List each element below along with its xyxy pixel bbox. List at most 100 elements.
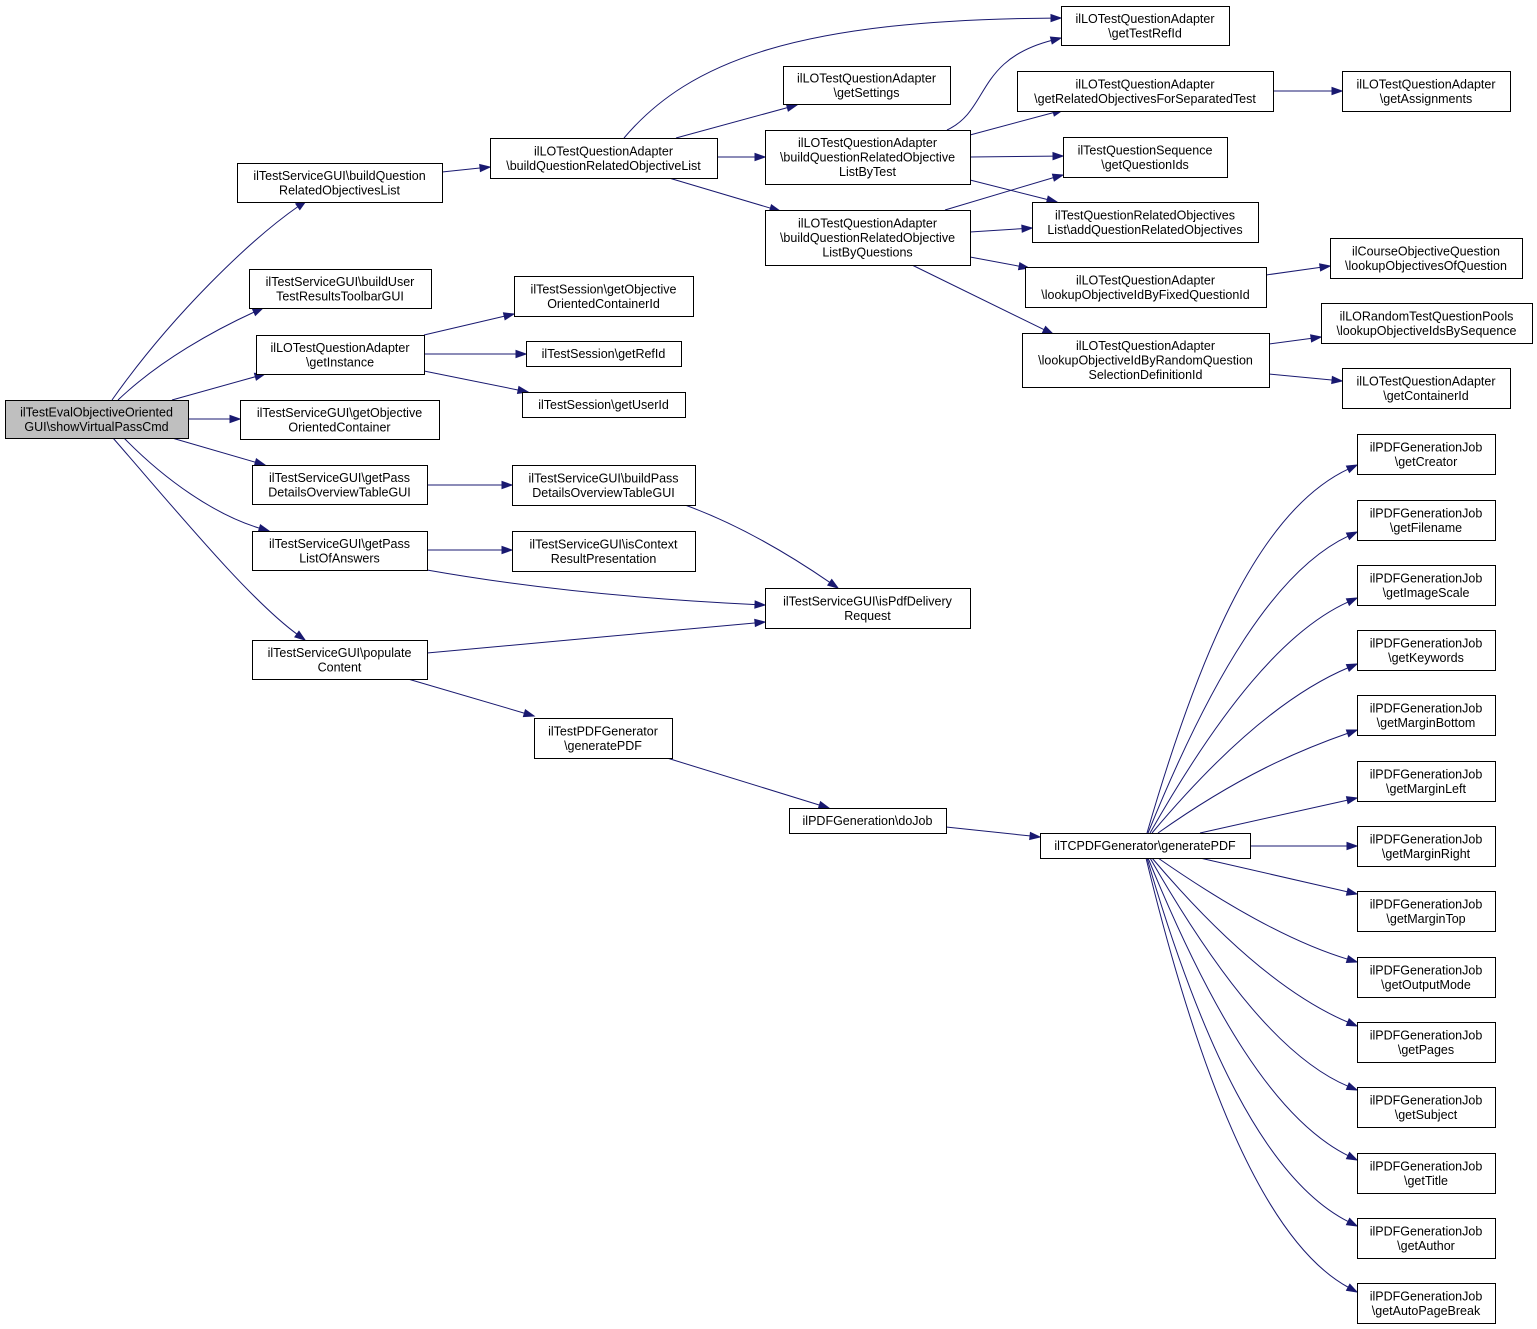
graph-node-agetass-box[interactable] xyxy=(1342,71,1511,112)
graph-node-japb-box[interactable] xyxy=(1357,1283,1496,1324)
graph-node-jmbottom[interactable]: ilPDFGenerationJob\getMarginBottom xyxy=(1357,695,1496,736)
graph-node-jmleft[interactable]: ilPDFGenerationJob\getMarginLeft xyxy=(1357,761,1496,802)
graph-node-tsgui-box[interactable] xyxy=(522,392,686,418)
graph-node-bqrolbq-box[interactable] xyxy=(765,210,971,266)
graph-node-jpages[interactable]: ilPDFGenerationJob\getPages xyxy=(1357,1022,1496,1063)
graph-node-tqsgqi[interactable]: ilTestQuestionSequence\getQuestionIds xyxy=(1063,137,1228,178)
graph-node-gpdot-box[interactable] xyxy=(252,465,428,505)
edge-tcpdf-to-jmtop-arrowhead xyxy=(1345,887,1359,896)
graph-node-jimgscale[interactable]: ilPDFGenerationJob\getImageScale xyxy=(1357,565,1496,606)
graph-node-popc-box[interactable] xyxy=(252,640,428,680)
graph-node-jmright-box[interactable] xyxy=(1357,826,1496,867)
graph-node-gploa-box[interactable] xyxy=(252,531,428,571)
graph-node-jtitle[interactable]: ilPDFGenerationJob\getTitle xyxy=(1357,1153,1496,1194)
graph-node-joutmode-box[interactable] xyxy=(1357,957,1496,998)
graph-node-bqrolbt[interactable]: ilLOTestQuestionAdapter\buildQuestionRel… xyxy=(765,130,971,185)
graph-node-tqsgqi-box[interactable] xyxy=(1063,137,1228,178)
graph-node-jmbottom-box[interactable] xyxy=(1357,695,1496,736)
graph-node-loibrq[interactable]: ilLOTestQuestionAdapter\lookupObjectiveI… xyxy=(1022,333,1270,388)
graph-node-butr-box[interactable] xyxy=(249,269,432,309)
graph-node-loibfq-box[interactable] xyxy=(1025,267,1267,308)
node-label-line: \lookupObjectiveIdByRandomQuestion xyxy=(1038,354,1253,368)
graph-node-agets[interactable]: ilLOTestQuestionAdapter\getSettings xyxy=(783,66,951,105)
graph-node-agetass[interactable]: ilLOTestQuestionAdapter\getAssignments xyxy=(1342,71,1511,112)
graph-node-abqrol-box[interactable] xyxy=(490,138,718,179)
graph-node-japb[interactable]: ilPDFGenerationJob\getAutoPageBreak xyxy=(1357,1283,1496,1324)
graph-node-grofst-box[interactable] xyxy=(1017,71,1274,112)
graph-node-jauthor-box[interactable] xyxy=(1357,1218,1496,1259)
graph-node-ipdr-box[interactable] xyxy=(765,588,971,629)
graph-node-jmtop-box[interactable] xyxy=(1357,891,1496,932)
graph-node-joutmode[interactable]: ilPDFGenerationJob\getOutputMode xyxy=(1357,957,1496,998)
graph-node-loibfq[interactable]: ilLOTestQuestionAdapter\lookupObjectiveI… xyxy=(1025,267,1267,308)
graph-node-coq[interactable]: ilCourseObjectiveQuestion\lookupObjectiv… xyxy=(1330,238,1523,279)
node-label-line: \getOutputMode xyxy=(1381,978,1471,992)
graph-node-jimgscale-box[interactable] xyxy=(1357,565,1496,606)
graph-node-pdfdojob[interactable]: ilPDFGeneration\doJob xyxy=(789,808,947,834)
graph-node-bpdot[interactable]: ilTestServiceGUI\buildPassDetailsOvervie… xyxy=(512,465,696,506)
edge-tcpdf-to-jcreator-arrowhead xyxy=(1345,464,1359,474)
graph-node-jsubject-box[interactable] xyxy=(1357,1087,1496,1128)
graph-node-pdfdojob-box[interactable] xyxy=(789,808,947,834)
graph-node-coq-box[interactable] xyxy=(1330,238,1523,279)
graph-node-tqrol-box[interactable] xyxy=(1032,202,1259,243)
graph-node-tqrol[interactable]: ilTestQuestionRelatedObjectivesList\addQ… xyxy=(1032,202,1259,243)
graph-node-agetci-box[interactable] xyxy=(1342,368,1511,409)
graph-node-icrp-box[interactable] xyxy=(512,531,696,572)
graph-node-tcpdf[interactable]: ilTCPDFGenerator\generatePDF xyxy=(1040,833,1251,859)
graph-node-butr[interactable]: ilTestServiceGUI\buildUserTestResultsToo… xyxy=(249,269,432,309)
graph-node-agetci[interactable]: ilLOTestQuestionAdapter\getContainerId xyxy=(1342,368,1511,409)
graph-node-jsubject[interactable]: ilPDFGenerationJob\getSubject xyxy=(1357,1087,1496,1128)
graph-node-bqrolbt-box[interactable] xyxy=(765,130,971,185)
graph-node-getinst[interactable]: ilLOTestQuestionAdapter\getInstance xyxy=(256,335,425,375)
graph-node-bqrol[interactable]: ilTestServiceGUI\buildQuestionRelatedObj… xyxy=(237,163,443,203)
graph-node-tsgoci[interactable]: ilTestSession\getObjectiveOrientedContai… xyxy=(514,276,694,317)
graph-node-tsgri[interactable]: ilTestSession\getRefId xyxy=(526,341,682,367)
graph-node-loibrq-box[interactable] xyxy=(1022,333,1270,388)
node-label-line: \getMarginRight xyxy=(1382,847,1471,861)
edges-layer xyxy=(111,13,1359,1293)
graph-node-bqrolbq[interactable]: ilLOTestQuestionAdapter\buildQuestionRel… xyxy=(765,210,971,266)
edge-bqrolbq-to-tqrol-arrowhead xyxy=(1021,224,1034,233)
graph-node-grofst[interactable]: ilLOTestQuestionAdapter\getRelatedObject… xyxy=(1017,71,1274,112)
graph-node-gocont[interactable]: ilTestServiceGUI\getObjectiveOrientedCon… xyxy=(240,400,440,440)
graph-node-agettr-box[interactable] xyxy=(1061,6,1230,46)
graph-node-tsgoci-box[interactable] xyxy=(514,276,694,317)
node-label-line: ResultPresentation xyxy=(551,552,657,566)
graph-node-gpdot[interactable]: ilTestServiceGUI\getPassDetailsOverviewT… xyxy=(252,465,428,505)
graph-node-jpages-box[interactable] xyxy=(1357,1022,1496,1063)
graph-node-jfilename[interactable]: ilPDFGenerationJob\getFilename xyxy=(1357,500,1496,541)
graph-node-lortqp[interactable]: ilLORandomTestQuestionPools\lookupObject… xyxy=(1321,303,1533,344)
graph-node-jtitle-box[interactable] xyxy=(1357,1153,1496,1194)
graph-node-tpdfgen[interactable]: ilTestPDFGenerator\generatePDF xyxy=(534,718,673,759)
node-label-line: ilPDFGenerationJob xyxy=(1370,832,1483,846)
graph-node-tcpdf-box[interactable] xyxy=(1040,833,1251,859)
graph-node-agets-box[interactable] xyxy=(783,66,951,105)
graph-node-jkeywords[interactable]: ilPDFGenerationJob\getKeywords xyxy=(1357,630,1496,671)
graph-node-bpdot-box[interactable] xyxy=(512,465,696,506)
graph-node-tpdfgen-box[interactable] xyxy=(534,718,673,759)
graph-node-abqrol[interactable]: ilLOTestQuestionAdapter\buildQuestionRel… xyxy=(490,138,718,179)
graph-node-jkeywords-box[interactable] xyxy=(1357,630,1496,671)
graph-node-getinst-box[interactable] xyxy=(256,335,425,375)
graph-node-agettr[interactable]: ilLOTestQuestionAdapter\getTestRefId xyxy=(1061,6,1230,46)
edge-abqrol-to-bqrolbt-arrowhead xyxy=(754,152,767,162)
node-label-line: ListByQuestions xyxy=(822,246,912,260)
graph-node-jmleft-box[interactable] xyxy=(1357,761,1496,802)
graph-node-bqrol-box[interactable] xyxy=(237,163,443,203)
graph-node-lortqp-box[interactable] xyxy=(1321,303,1533,344)
graph-node-tsgui[interactable]: ilTestSession\getUserId xyxy=(522,392,686,418)
graph-node-jauthor[interactable]: ilPDFGenerationJob\getAuthor xyxy=(1357,1218,1496,1259)
graph-node-jcreator[interactable]: ilPDFGenerationJob\getCreator xyxy=(1357,434,1496,475)
graph-node-jcreator-box[interactable] xyxy=(1357,434,1496,475)
graph-node-tsgri-box[interactable] xyxy=(526,341,682,367)
graph-node-gocont-box[interactable] xyxy=(240,400,440,440)
graph-node-jmtop[interactable]: ilPDFGenerationJob\getMarginTop xyxy=(1357,891,1496,932)
graph-node-jmright[interactable]: ilPDFGenerationJob\getMarginRight xyxy=(1357,826,1496,867)
edge-popc-to-ipdr-arrowhead xyxy=(754,618,767,628)
graph-node-icrp[interactable]: ilTestServiceGUI\isContextResultPresenta… xyxy=(512,531,696,572)
graph-node-jfilename-box[interactable] xyxy=(1357,500,1496,541)
